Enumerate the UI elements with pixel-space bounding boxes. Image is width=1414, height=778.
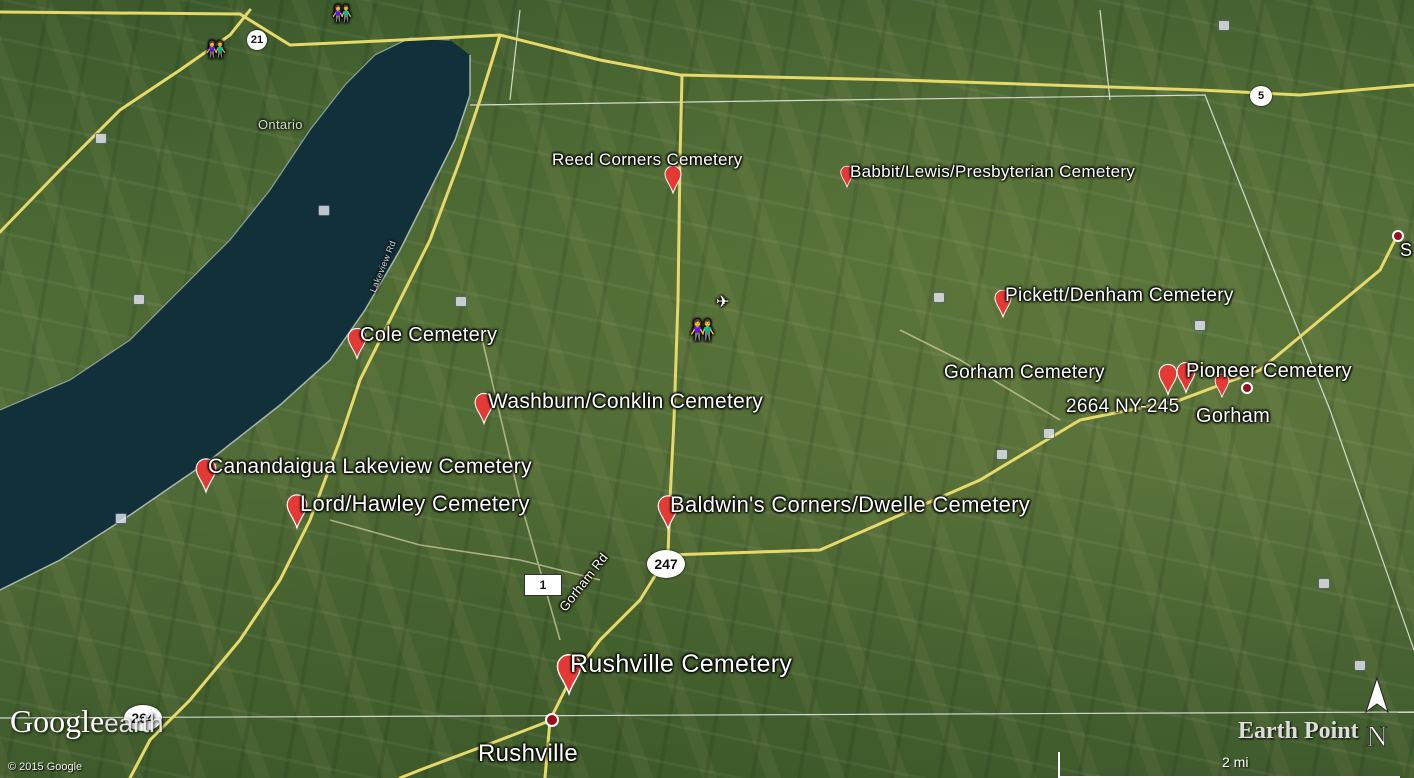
gorham-label: Gorham [1196, 405, 1271, 427]
earth-point-watermark: Earth Point [1238, 718, 1359, 744]
route-1-sign: 1 [524, 574, 562, 596]
poi-icon [1194, 320, 1206, 331]
reed-corners-label[interactable]: Reed Corners Cemetery [552, 150, 743, 169]
rushville-dot [545, 713, 559, 727]
washburn-label[interactable]: Washburn/Conklin Cemetery [488, 390, 764, 413]
babbit-label[interactable]: Babbit/Lewis/Presbyterian Cemetery [850, 162, 1136, 181]
pin-icon[interactable] [664, 166, 682, 194]
route-264-shield: 264 [124, 705, 162, 731]
poi-icon [1043, 428, 1055, 439]
edge-label: S [1400, 240, 1413, 260]
rushville-cemetery-label[interactable]: Rushville Cemetery [570, 650, 793, 678]
restroom-icon: 👫 [206, 42, 227, 59]
pin-icon[interactable] [286, 494, 308, 530]
gorham-dot [1241, 382, 1253, 394]
restroom-icon: 👫 [332, 6, 353, 23]
baldwins-label[interactable]: Baldwin's Corners/Dwelle Cemetery [670, 492, 1031, 517]
canandaigua-label[interactable]: Canandaigua Lakeview Cemetery [208, 455, 532, 478]
pin-icon[interactable] [657, 495, 679, 531]
rushville-label: Rushville [478, 740, 579, 767]
east-town-dot [1392, 230, 1404, 242]
address-label[interactable]: 2664 NY-245 [1066, 396, 1180, 417]
pin-icon[interactable] [1158, 364, 1178, 396]
route-247-shield: 247 [647, 550, 685, 578]
cole-label[interactable]: Cole Cemetery [360, 324, 498, 346]
poi-icon [996, 449, 1008, 460]
poi-icon [455, 296, 467, 307]
pioneer-label[interactable]: Pioneer Cemetery [1186, 360, 1352, 382]
poi-icon [1354, 660, 1366, 671]
pin-icon[interactable] [195, 458, 217, 494]
poi-icon [133, 294, 145, 305]
pickett-label[interactable]: Pickett/Denham Cemetery [1005, 285, 1234, 306]
poi-icon [933, 292, 945, 303]
lord-hawley-label[interactable]: Lord/Hawley Cemetery [300, 491, 530, 516]
poi-icon [95, 133, 107, 144]
pin-icon[interactable] [840, 165, 854, 189]
poi-icon [1318, 578, 1330, 589]
pin-icon[interactable] [556, 654, 582, 696]
copyright-text: © 2015 Google [8, 761, 83, 773]
lake-shore-west [0, 37, 451, 411]
route-21-shield: 21 [247, 30, 267, 50]
poi-icon [115, 513, 127, 524]
poi-icon [318, 205, 330, 216]
pin-icon[interactable] [347, 328, 367, 360]
scale-bar: 2 mi [1058, 752, 1400, 778]
north-arrow-icon[interactable]: N [1362, 676, 1392, 756]
google-earth-logo: Googleearth [10, 703, 164, 739]
pin-icon[interactable] [1214, 374, 1230, 398]
north-letter: N [1366, 720, 1388, 753]
pin-icon[interactable] [994, 290, 1012, 318]
poi-icon [1218, 20, 1230, 31]
airport-icon: ✈ [716, 294, 730, 311]
gorham-cemetery-label[interactable]: Gorham Cemetery [944, 362, 1105, 383]
lake [0, 38, 470, 590]
route-5-shield: 5 [1250, 86, 1272, 106]
ontario-label: Ontario [258, 117, 303, 132]
boundaries [0, 9, 1414, 719]
restroom-icon: 👫 [690, 320, 716, 342]
pin-icon[interactable] [1176, 362, 1196, 394]
scale-label: 2 mi [1222, 754, 1249, 770]
pin-icon[interactable] [474, 392, 494, 426]
